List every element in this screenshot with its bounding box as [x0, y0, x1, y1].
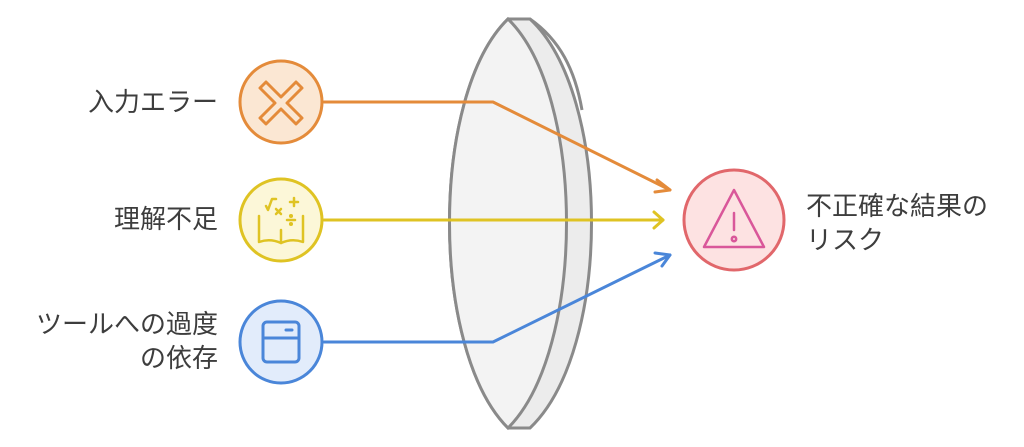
connectors [322, 100, 672, 344]
node-input-error [238, 59, 324, 145]
label-input-error-line-1: 入力エラー [87, 88, 218, 118]
lens [448, 16, 593, 431]
label-understanding-line-1: 理解不足 [113, 205, 218, 235]
connector-tool-dependency [322, 253, 672, 344]
lens-edge [529, 17, 584, 111]
math-book-icon [257, 196, 305, 245]
node-result [682, 168, 786, 272]
label-tool-dependency-line-2: の依存 [139, 344, 218, 374]
arrowhead-tool-dependency [653, 251, 672, 268]
label-tool-dependency-line-1: ツールへの過度 [35, 310, 218, 340]
node-tool-dependency [238, 299, 324, 385]
label-result-line-2: リスク [806, 226, 885, 256]
label-input-error: 入力エラー [88, 86, 218, 120]
label-result-line-1: 不正確な結果の [806, 192, 989, 222]
label-understanding: 理解不足 [114, 203, 218, 237]
node-understanding [238, 177, 324, 263]
arrowhead-understanding [652, 210, 665, 230]
label-tool-dependency: ツールへの過度 の依存 [36, 308, 218, 376]
connector-input-error [322, 100, 672, 192]
x-mark-icon [258, 80, 304, 126]
arrowhead-input-error [653, 178, 672, 194]
calculator-icon [261, 320, 301, 364]
label-result: 不正確な結果の リスク [806, 190, 988, 258]
warning-icon [702, 188, 766, 249]
